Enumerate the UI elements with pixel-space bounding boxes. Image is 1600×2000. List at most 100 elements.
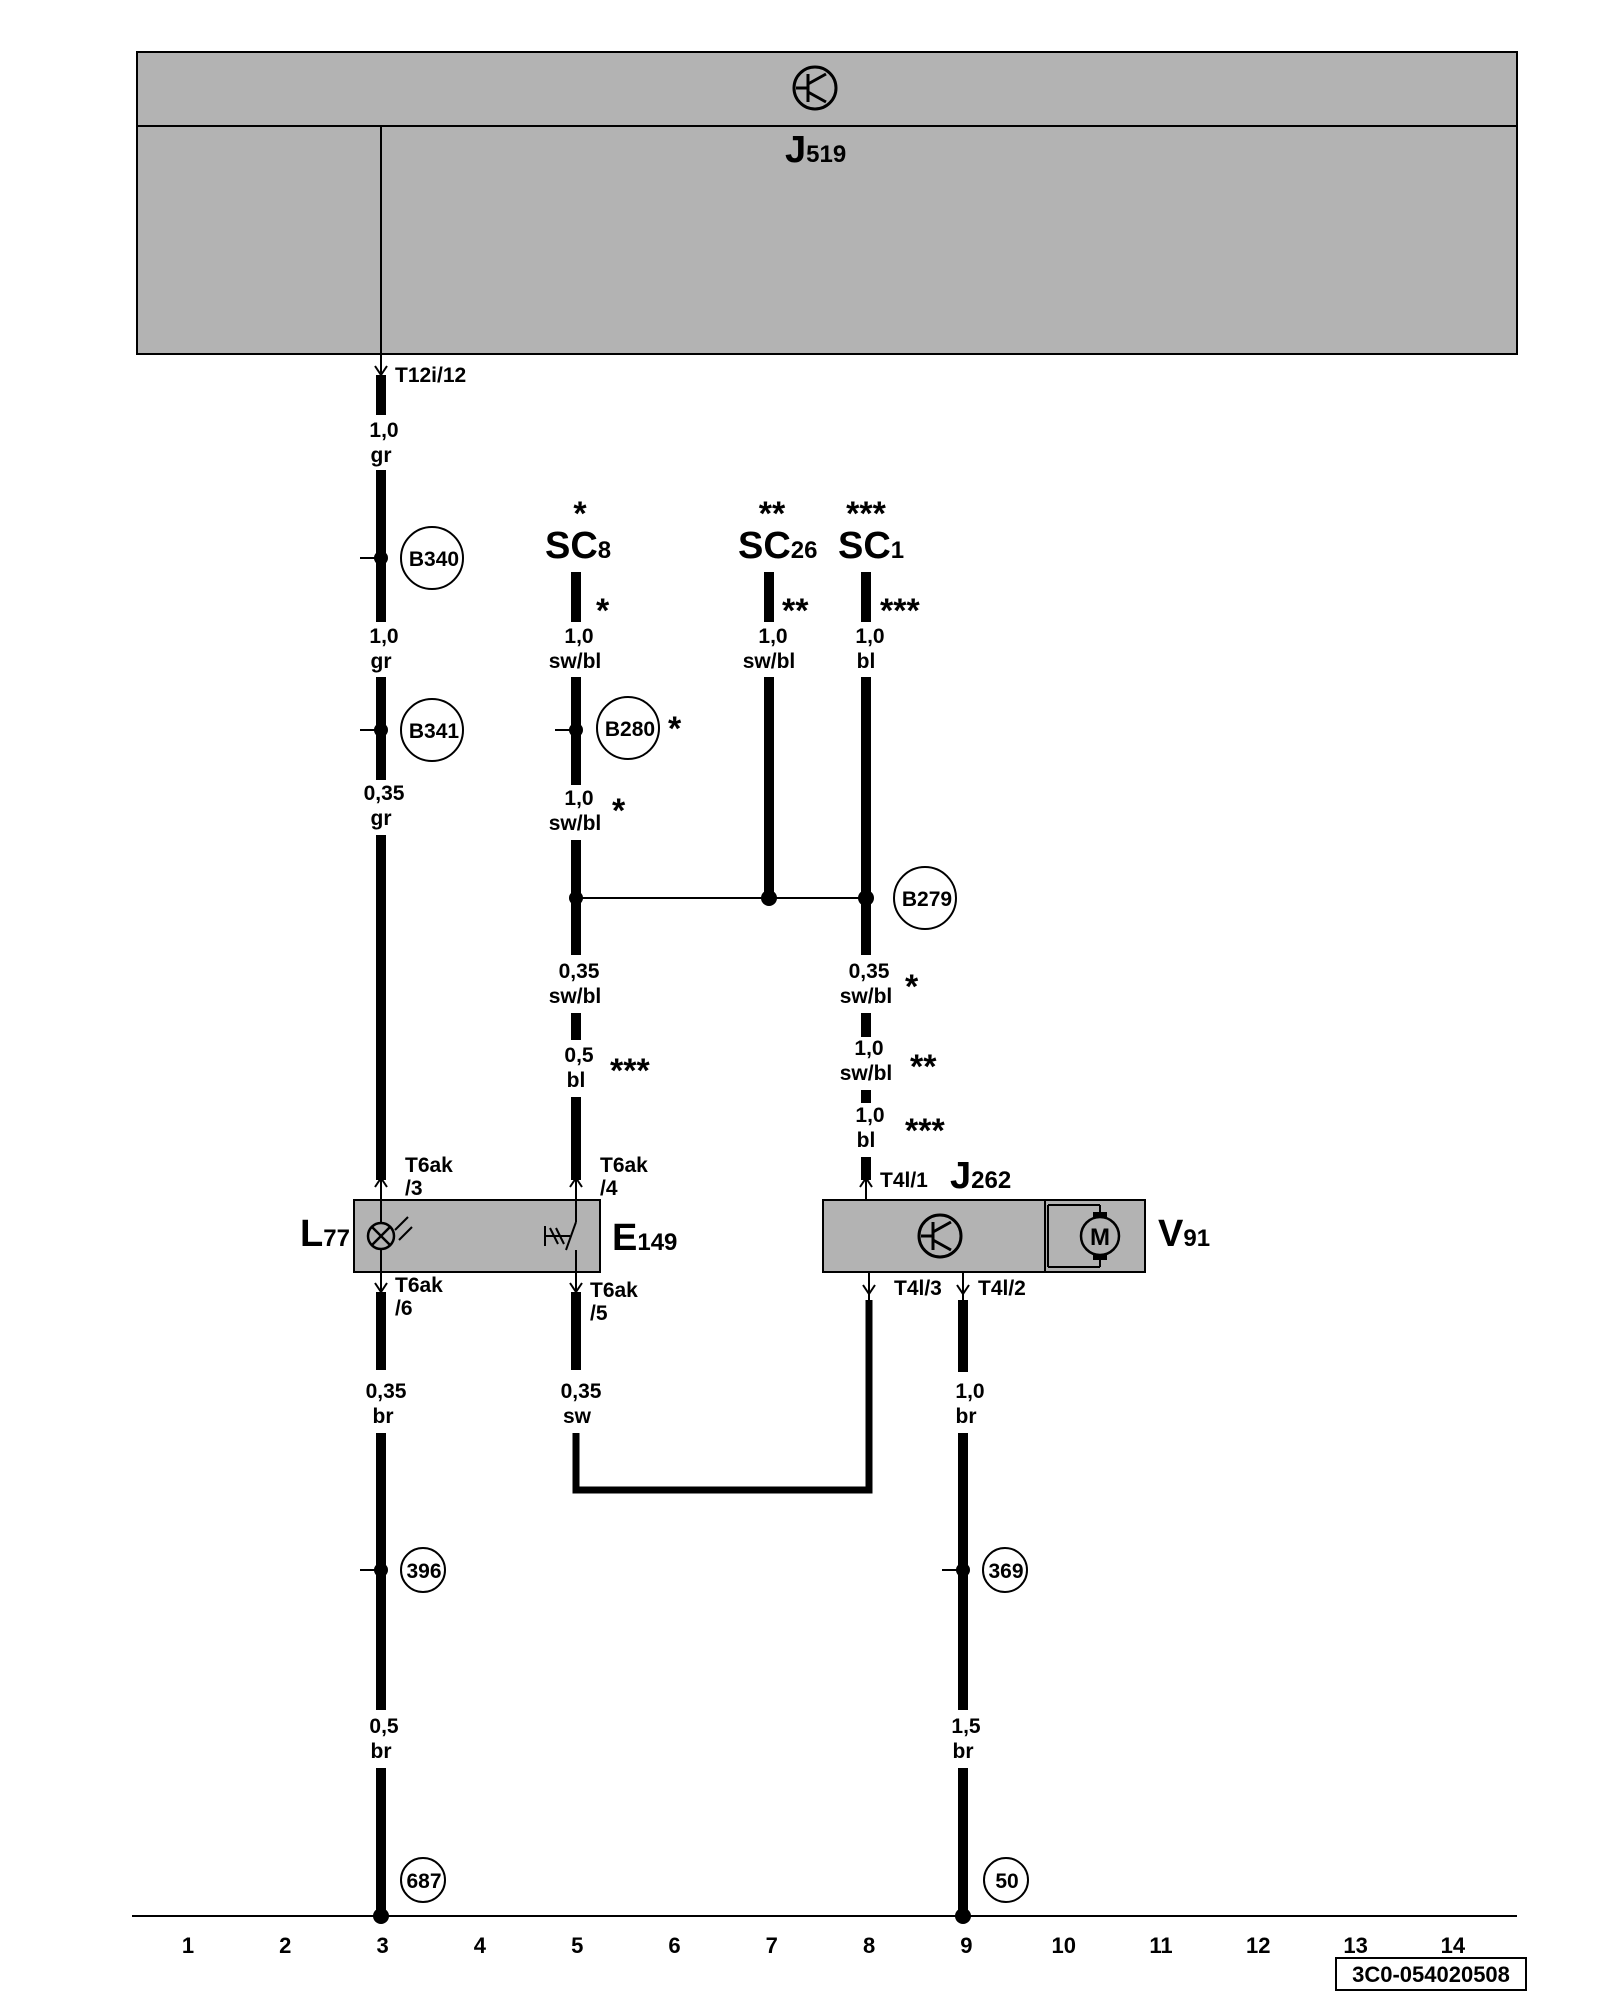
pin-t6ak-6: T6ak /6: [374, 1272, 443, 1320]
track-number: 3: [376, 1933, 388, 1958]
wire-label: br: [373, 1405, 394, 1428]
fuse-sc8: * SC8: [545, 495, 611, 567]
wire-label: 0,35: [559, 960, 600, 983]
svg-text:***: ***: [905, 1112, 945, 1150]
fuse-sc26: ** SC26: [738, 495, 818, 567]
track-number: 2: [279, 1933, 291, 1958]
wire-label: sw: [563, 1405, 592, 1428]
wire-label: 1,0: [564, 787, 593, 810]
wire-label: 1,0: [854, 1037, 883, 1060]
wire-label: 1,0: [955, 1380, 984, 1403]
track-number: 9: [960, 1933, 972, 1958]
connector-50: 50: [995, 1870, 1018, 1893]
svg-text:*: *: [612, 792, 626, 830]
track-number: 5: [571, 1933, 583, 1958]
wire-label: 1,0: [855, 625, 884, 648]
connector-687: 687: [406, 1870, 441, 1893]
wire-label: 0,35: [561, 1380, 602, 1403]
wire-label: gr: [371, 807, 392, 830]
track-number: 7: [766, 1933, 778, 1958]
wire-label: sw/bl: [549, 812, 602, 835]
wire-label: bl: [857, 1129, 876, 1152]
wire-label: bl: [857, 650, 876, 673]
connector-b279: B279: [902, 888, 952, 911]
document-id: 3C0-054020508: [1335, 1957, 1527, 1991]
wire-label: sw/bl: [549, 985, 602, 1008]
svg-text:T6ak: T6ak: [405, 1154, 453, 1177]
electronic-symbol-icon: [917, 1213, 963, 1259]
svg-text:T6ak: T6ak: [600, 1154, 648, 1177]
svg-text:*: *: [573, 495, 587, 533]
pin-t12i-12: T12i/12: [374, 364, 466, 387]
component-label-j519: J519: [785, 129, 846, 171]
wire-label: 0,35: [364, 782, 405, 805]
pin-t6ak-4: T6ak /4: [569, 1154, 648, 1200]
wire-label: 1,5: [951, 1715, 981, 1738]
control-unit-j519: J519: [136, 51, 1518, 355]
switch-icon: [544, 1200, 577, 1272]
wire-label: 1,0: [564, 625, 593, 648]
svg-text:***: ***: [880, 592, 920, 630]
pin-t4l-3: T4l/3: [862, 1272, 942, 1300]
track-number: 4: [474, 1933, 487, 1958]
component-label-v91: V91: [1158, 1213, 1210, 1255]
wire-label: 1,0: [369, 419, 398, 442]
connector-b341: B341: [409, 720, 460, 743]
svg-text:SC26: SC26: [738, 525, 818, 567]
electronic-symbol-icon: [792, 65, 838, 111]
connector-b340: B340: [409, 548, 459, 571]
wire-label: bl: [567, 1069, 586, 1092]
wire-label: 0,5: [564, 1044, 594, 1067]
track-number: 12: [1246, 1933, 1270, 1958]
svg-text:SC1: SC1: [838, 525, 904, 567]
connector-396: 396: [406, 1560, 441, 1583]
track-number: 11: [1149, 1933, 1172, 1958]
svg-text:T4l/3: T4l/3: [894, 1277, 942, 1300]
track-number: 8: [863, 1933, 875, 1958]
wire-label: sw/bl: [840, 1062, 893, 1085]
pin-t6ak-5: T6ak /5: [569, 1272, 638, 1325]
wire-label: br: [371, 1740, 392, 1763]
svg-text:***: ***: [846, 495, 886, 533]
wire-label: br: [953, 1740, 974, 1763]
connector-b280: B280: [605, 718, 655, 741]
wire-label: 0,5: [369, 1715, 399, 1738]
svg-text:T4l/2: T4l/2: [978, 1277, 1026, 1300]
component-label-e149: E149: [612, 1217, 677, 1259]
component-label-j262: J262: [950, 1155, 1011, 1197]
wire-label: gr: [371, 650, 392, 673]
svg-text:T12i/12: T12i/12: [395, 364, 466, 387]
track-number: 6: [668, 1933, 680, 1958]
wire-label: 1,0: [758, 625, 787, 648]
pin-t4l-1: T4l/1: [859, 1169, 928, 1200]
svg-text:T4l/1: T4l/1: [880, 1169, 928, 1192]
fuse-sc1: *** SC1: [838, 495, 904, 567]
pin-t6ak-3: T6ak /3: [374, 1154, 453, 1200]
track-number: 14: [1441, 1933, 1466, 1958]
svg-text:/5: /5: [590, 1302, 608, 1325]
svg-text:/6: /6: [395, 1297, 413, 1320]
svg-text:**: **: [759, 495, 786, 533]
svg-text:M: M: [1090, 1224, 1110, 1251]
svg-text:**: **: [782, 592, 809, 630]
wire-label: sw/bl: [743, 650, 796, 673]
svg-text:*: *: [668, 710, 682, 748]
component-label-l77: L77: [300, 1213, 350, 1255]
wire-label: 0,35: [849, 960, 890, 983]
svg-text:3C0-054020508: 3C0-054020508: [1352, 1962, 1510, 1987]
track-number: 13: [1343, 1933, 1367, 1958]
svg-text:*: *: [596, 592, 610, 630]
wire-label: sw/bl: [840, 985, 893, 1008]
track-number: 10: [1051, 1933, 1075, 1958]
svg-text:**: **: [910, 1048, 937, 1086]
svg-text:/4: /4: [600, 1177, 618, 1200]
connector-369: 369: [988, 1560, 1023, 1583]
svg-text:SC8: SC8: [545, 525, 611, 567]
svg-text:/3: /3: [405, 1177, 423, 1200]
svg-text:*: *: [905, 968, 919, 1006]
pin-t4l-2: T4l/2: [956, 1272, 1026, 1300]
wire-label: sw/bl: [549, 650, 602, 673]
wire-label: 1,0: [369, 625, 398, 648]
